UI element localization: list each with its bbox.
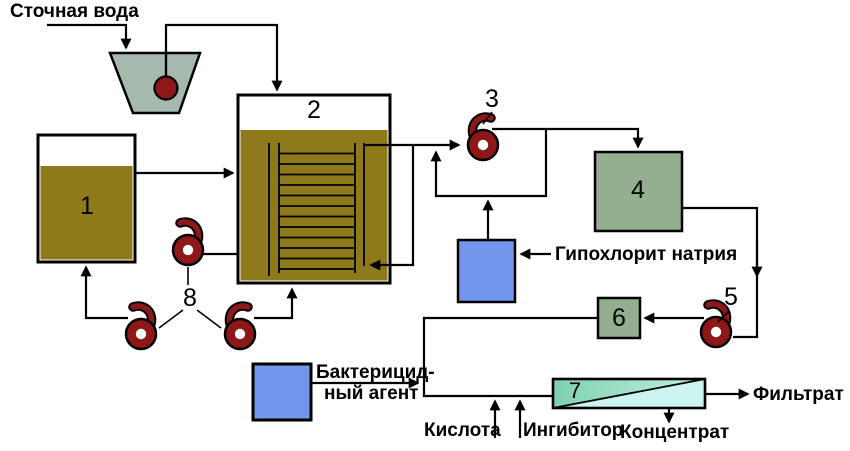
tank-1-liquid	[40, 166, 133, 260]
label-bactericide-line2: ный агент	[324, 383, 419, 404]
pump3-discharge-line	[492, 127, 644, 149]
label-pumps-8: 8	[183, 284, 197, 312]
unit6-to-filter-line	[422, 316, 598, 398]
label-wastewater: Сточная вода	[10, 1, 139, 22]
label-tank-1: 1	[80, 192, 94, 220]
wastewater-feed-line	[47, 23, 132, 50]
label-tank-4: 4	[631, 176, 645, 204]
pump8-to-tank1-line	[80, 265, 128, 320]
label-pump-5: 5	[724, 283, 738, 311]
label-concentrate: Концентрат	[620, 422, 730, 443]
pump8-to-bioreactor-bottom-line	[254, 287, 298, 320]
pump-8-left-icon	[126, 306, 156, 349]
label-sodium-hypochlorite: Гипохлорит натрия	[555, 244, 738, 265]
label-leaders	[158, 111, 730, 329]
label-bioreactor-2: 2	[307, 96, 321, 124]
label-unit-6: 6	[612, 304, 626, 332]
label-filter-7: 7	[568, 378, 582, 403]
return-branch-line	[369, 145, 415, 271]
label-filtrate: Фильтрат	[753, 384, 844, 405]
pump-8-right-icon	[225, 306, 255, 349]
bypass-loop-line	[430, 129, 548, 198]
label-bactericide: Бактерицид-ный агент	[316, 362, 435, 404]
label-bactericide-line1: Бактерицид-	[316, 362, 435, 383]
label-acid: Кислота	[424, 420, 501, 441]
hypochlorite-dosing-box	[456, 238, 517, 304]
tank-4	[593, 150, 684, 233]
funnel-pump-icon	[153, 75, 179, 101]
pump-8-top-icon	[173, 222, 203, 265]
membrane-module	[268, 143, 365, 276]
label-pump-3: 3	[485, 85, 499, 113]
label-inhibitor: Ингибитор	[523, 420, 624, 441]
bactericide-dosing-box	[251, 362, 313, 422]
membrane-filter-7	[551, 377, 707, 410]
pipes	[47, 23, 763, 438]
